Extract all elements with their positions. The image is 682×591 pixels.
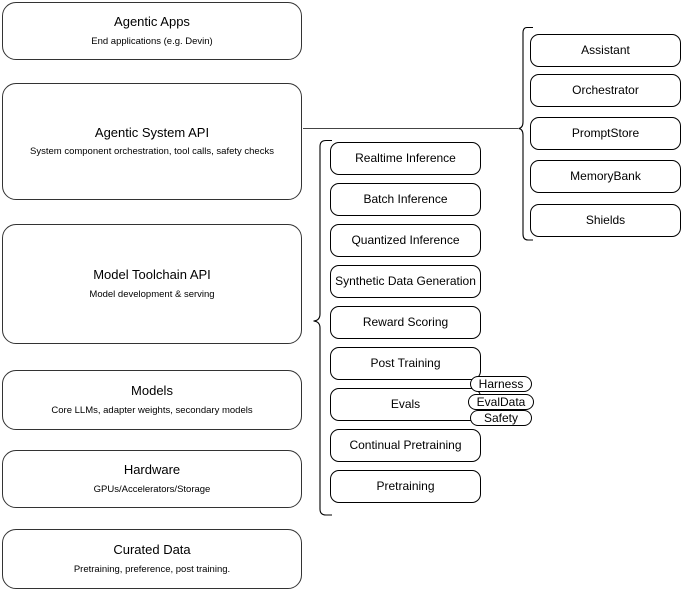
layer-model-toolchain-api[interactable]: Model Toolchain API Model development & …	[2, 224, 302, 344]
component-shields[interactable]: Shields	[530, 204, 681, 237]
layer-title: Hardware	[123, 462, 181, 478]
capability-label: Reward Scoring	[362, 315, 449, 329]
layer-title: Model Toolchain API	[93, 267, 211, 283]
component-assistant[interactable]: Assistant	[530, 34, 681, 67]
layer-subtitle: System component orchestration, tool cal…	[30, 146, 274, 158]
layer-models[interactable]: Models Core LLMs, adapter weights, secon…	[2, 370, 302, 430]
layer-title: Agentic System API	[94, 124, 210, 140]
capability-reward-scoring[interactable]: Reward Scoring	[330, 306, 481, 339]
capability-continual-pretraining[interactable]: Continual Pretraining	[330, 429, 481, 462]
capability-batch-inference[interactable]: Batch Inference	[330, 183, 481, 216]
component-memorybank[interactable]: MemoryBank	[530, 160, 681, 193]
capability-synthetic-data-generation[interactable]: Synthetic Data Generation	[330, 265, 481, 298]
layer-agentic-apps[interactable]: Agentic Apps End applications (e.g. Devi…	[2, 2, 302, 60]
capability-quantized-inference[interactable]: Quantized Inference	[330, 224, 481, 257]
evals-subcomponent-evaldata[interactable]: EvalData	[468, 394, 534, 410]
layer-title: Curated Data	[113, 542, 191, 558]
capability-post-training[interactable]: Post Training	[330, 347, 481, 380]
layer-subtitle: Core LLMs, adapter weights, secondary mo…	[51, 404, 253, 416]
evals-subcomponent-harness[interactable]: Harness	[470, 376, 532, 392]
component-label: Orchestrator	[572, 83, 639, 97]
layer-hardware[interactable]: Hardware GPUs/Accelerators/Storage	[2, 450, 302, 508]
capability-label: Synthetic Data Generation	[335, 274, 476, 288]
capability-label: Continual Pretraining	[349, 438, 462, 452]
component-label: MemoryBank	[570, 169, 641, 183]
capability-evals[interactable]: Evals	[330, 388, 481, 421]
component-label: PromptStore	[571, 126, 640, 140]
capability-label: Evals	[390, 397, 421, 411]
layer-subtitle: Pretraining, preference, post training.	[73, 563, 231, 575]
layer-subtitle: Model development & serving	[89, 288, 215, 300]
component-label: Assistant	[581, 43, 630, 57]
capability-label: Pretraining	[376, 479, 435, 493]
component-label: Shields	[585, 213, 626, 227]
component-promptstore[interactable]: PromptStore	[530, 117, 681, 150]
layer-subtitle: GPUs/Accelerators/Storage	[93, 483, 211, 495]
evals-subcomponent-safety[interactable]: Safety	[470, 410, 532, 426]
capability-label: Batch Inference	[363, 192, 448, 206]
component-orchestrator[interactable]: Orchestrator	[530, 74, 681, 107]
capability-label: Quantized Inference	[351, 233, 460, 247]
capability-realtime-inference[interactable]: Realtime Inference	[330, 142, 481, 175]
pill-label: Safety	[483, 411, 519, 425]
layer-curated-data[interactable]: Curated Data Pretraining, preference, po…	[2, 529, 302, 589]
layer-title: Models	[131, 383, 173, 399]
layer-agentic-system-api[interactable]: Agentic System API System component orch…	[2, 83, 302, 200]
layer-title: Agentic Apps	[114, 14, 190, 30]
capability-label: Post Training	[370, 356, 441, 370]
capability-label: Realtime Inference	[355, 151, 456, 165]
layer-subtitle: End applications (e.g. Devin)	[91, 35, 213, 47]
pill-label: Harness	[478, 377, 524, 391]
pill-label: EvalData	[476, 395, 526, 409]
capability-pretraining[interactable]: Pretraining	[330, 470, 481, 503]
